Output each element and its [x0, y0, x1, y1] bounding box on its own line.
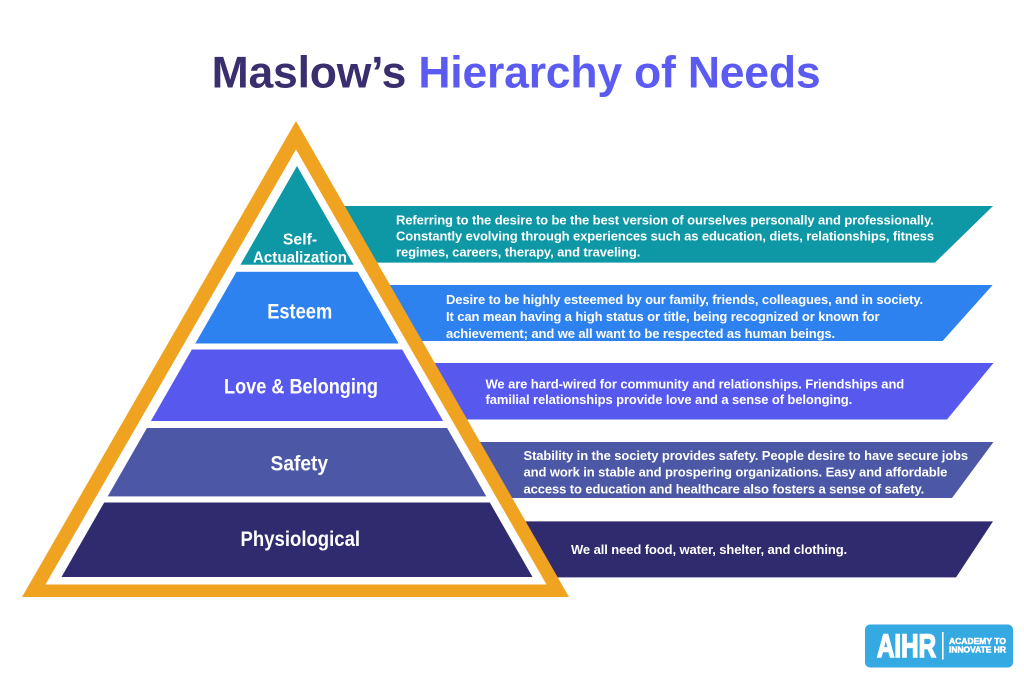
svg-text:Actualization: Actualization — [253, 249, 347, 266]
svg-text:Constantly evolving through ex: Constantly evolving through experiences … — [396, 228, 934, 243]
svg-text:achievement; and we all want t: achievement; and we all want to be respe… — [446, 326, 835, 341]
svg-text:We are hard-wired for communit: We are hard-wired for community and rela… — [486, 377, 905, 392]
svg-text:ACADEMY TO: ACADEMY TO — [949, 637, 1006, 646]
svg-text:and work in stable and prosper: and work in stable and prospering organi… — [524, 465, 948, 480]
svg-text:Safety: Safety — [271, 453, 329, 476]
svg-text:Referring to the desire to be: Referring to the desire to be the best v… — [396, 213, 934, 228]
svg-text:Maslow’s Hierarchy of Needs: Maslow’s Hierarchy of Needs — [212, 49, 821, 98]
svg-text:Physiological: Physiological — [241, 528, 361, 551]
svg-text:access to education and health: access to education and healthcare also … — [524, 481, 925, 496]
svg-text:regimes, careers, therapy, and: regimes, careers, therapy, and traveling… — [396, 244, 640, 259]
svg-text:Stability in the society provi: Stability in the society provides safety… — [524, 448, 969, 463]
svg-text:Love & Belonging: Love & Belonging — [224, 376, 378, 399]
svg-text:It can mean having a high stat: It can mean having a high status or titl… — [446, 309, 879, 324]
svg-text:INNOVATE HR: INNOVATE HR — [949, 646, 1006, 655]
svg-text:AIHR: AIHR — [877, 628, 936, 664]
svg-text:Desire to be highly esteemed b: Desire to be highly esteemed by our fami… — [446, 292, 923, 307]
svg-text:We all need food, water, shelt: We all need food, water, shelter, and cl… — [571, 542, 847, 557]
svg-text:Esteem: Esteem — [267, 301, 332, 324]
svg-text:Self-: Self- — [283, 231, 317, 248]
svg-text:familial relationships provide: familial relationships provide love and … — [486, 392, 853, 407]
